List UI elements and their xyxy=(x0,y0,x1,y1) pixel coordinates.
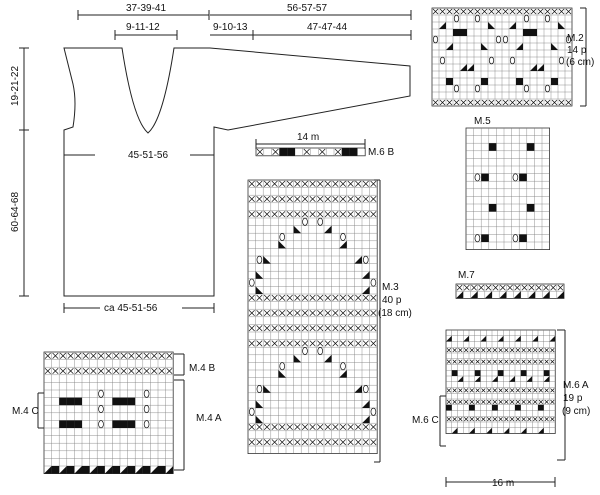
chart-m6a: M.6 A 19 p (9 cm) M.6 C 16 m xyxy=(412,329,590,489)
m4a-label: M.4 A xyxy=(196,413,222,424)
m3-width: (18 cm) xyxy=(378,308,412,319)
m3-stitches: 40 p xyxy=(382,295,402,306)
garment-schematic: 45-51-56 37-39-41 9-11-12 56-57-57 9-10-… xyxy=(10,3,412,314)
dim-shoulder: 9-10-13 xyxy=(213,22,248,33)
m7-label: M.7 xyxy=(458,270,475,281)
m6a-width-label: 16 m xyxy=(492,478,514,489)
m4c-label: M.4 C xyxy=(12,406,39,417)
m2-stitches: 14 p xyxy=(567,45,587,56)
chest-width-label: 45-51-56 xyxy=(128,150,168,161)
m6a-stitches: 19 p xyxy=(563,393,583,404)
dim-top-left: 37-39-41 xyxy=(126,3,166,14)
dim-sleeve: 47-47-44 xyxy=(307,22,347,33)
dim-bottom: ca 45-51-56 xyxy=(104,303,158,314)
m4b-label: M.4 B xyxy=(189,363,215,374)
dim-length: 60-64-68 xyxy=(10,192,21,232)
m6b-width-label: 14 m xyxy=(297,132,319,143)
m2-width: (6 cm) xyxy=(566,57,594,68)
chart-m6b: 14 m M.6 B xyxy=(255,132,394,158)
garment-outline xyxy=(63,47,411,297)
dim-top-right: 56-57-57 xyxy=(287,3,327,14)
chart-m3: M.3 40 p (18 cm) xyxy=(247,179,412,463)
chart-m2: M.2 14 p (6 cm) xyxy=(431,7,594,107)
m6a-label: M.6 A xyxy=(563,380,589,391)
chart-m5: M.5 xyxy=(465,116,550,250)
dim-neck: 9-11-12 xyxy=(126,22,160,33)
m6c-label: M.6 C xyxy=(412,415,439,426)
m6a-width: (9 cm) xyxy=(562,406,590,417)
m3-label: M.3 xyxy=(382,282,399,293)
m5-label: M.5 xyxy=(474,116,491,127)
m2-label: M.2 xyxy=(567,33,584,44)
m6b-label: M.6 B xyxy=(368,147,394,158)
chart-m4: M.4 B M.4 A M.4 C xyxy=(12,351,222,474)
dim-armhole: 19-21-22 xyxy=(10,66,21,106)
chart-m7: M.7 xyxy=(455,270,565,299)
